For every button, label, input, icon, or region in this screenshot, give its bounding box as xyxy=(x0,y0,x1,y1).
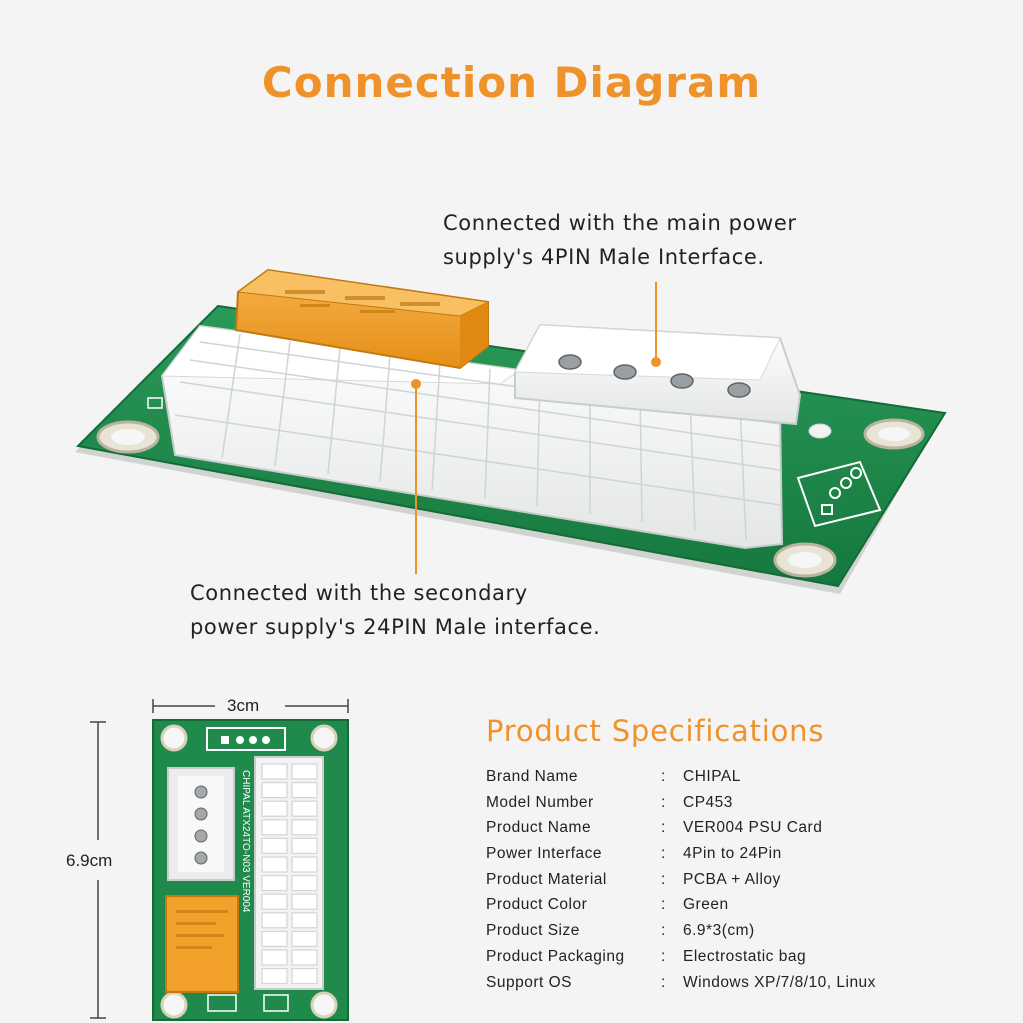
leader-line-secondary xyxy=(411,379,421,574)
connector-pin xyxy=(261,893,288,910)
connector-pin xyxy=(291,949,318,966)
connector-pin xyxy=(261,800,288,817)
spec-value: Green xyxy=(683,896,729,914)
spec-value: CHIPAL xyxy=(683,768,741,785)
connector-pin-grid xyxy=(174,333,781,541)
spec-value: 4Pin to 24Pin xyxy=(683,845,782,863)
leader-line-main xyxy=(651,282,661,367)
page-title: Connection Diagram xyxy=(261,58,762,107)
mounting-hole xyxy=(863,418,925,450)
height-dimension xyxy=(90,721,106,1019)
callout-line: Connected with the secondary xyxy=(190,581,528,605)
connector-pin xyxy=(261,949,288,966)
spec-label: Brand Name xyxy=(486,768,579,785)
front-4pin-pins xyxy=(194,785,208,865)
mounting-hole xyxy=(96,420,160,454)
mounting-hole xyxy=(310,724,338,752)
connector-pin xyxy=(261,837,288,855)
mounting-hole xyxy=(310,991,338,1019)
spec-label: Support OS xyxy=(486,973,572,991)
width-dimension xyxy=(152,699,349,713)
spec-label: Product Size xyxy=(486,922,580,940)
connector-pin xyxy=(261,912,288,929)
mounting-hole xyxy=(160,991,188,1019)
callout-line: supply's 4PIN Male Interface. xyxy=(443,245,765,269)
spec-label: Power Interface xyxy=(486,845,603,863)
connector-pin xyxy=(291,856,318,873)
spec-value: 6.9*3(cm) xyxy=(683,922,755,940)
spec-colon: : xyxy=(661,793,666,811)
mounting-hole xyxy=(160,724,188,752)
spec-colon: : xyxy=(661,870,666,888)
connector-pin xyxy=(291,819,318,836)
connector-pins xyxy=(558,354,751,398)
spec-colon: : xyxy=(661,768,666,785)
spec-label: Product Name xyxy=(486,819,592,837)
width-label: 3cm xyxy=(227,696,260,715)
spec-value: PCBA + Alloy xyxy=(683,870,781,888)
spec-colon: : xyxy=(661,896,666,914)
spec-value: CP453 xyxy=(683,793,733,811)
spec-label: Model Number xyxy=(486,793,594,811)
height-label: 6.9cm xyxy=(66,851,113,870)
connector-pin xyxy=(291,967,318,985)
spec-colon: : xyxy=(661,973,666,991)
spec-colon: : xyxy=(661,845,666,863)
front-24pin-connector xyxy=(254,756,324,990)
spec-colon: : xyxy=(661,947,666,965)
header-footprint xyxy=(796,460,882,528)
callout-line: power supply's 24PIN Male interface. xyxy=(190,615,601,639)
connector-pin xyxy=(291,837,318,855)
connector-pin xyxy=(261,856,288,873)
spec-value: Electrostatic bag xyxy=(683,947,807,965)
pcb-board-front-view: CHIPAL ATX24TO-N03 VER004 xyxy=(152,719,349,1021)
connector-pin xyxy=(261,930,288,948)
spec-label: Product Packaging xyxy=(486,947,625,965)
4pin-connector xyxy=(514,323,802,426)
spec-title: Product Specifications xyxy=(486,714,825,748)
connector-pin xyxy=(291,781,318,799)
connector-pin xyxy=(261,967,288,985)
board-silkscreen: CHIPAL ATX24TO-N03 VER004 xyxy=(240,770,251,913)
callout-line: Connected with the main power xyxy=(443,211,797,235)
callout-main-power: Connected with the main power supply's 4… xyxy=(443,206,797,274)
connector-pin xyxy=(261,874,288,892)
relay-component xyxy=(234,268,490,370)
connector-pin xyxy=(291,763,318,780)
connector-pin xyxy=(291,800,318,817)
spec-colon: : xyxy=(661,819,666,837)
spec-label: Product Color xyxy=(486,896,588,914)
connector-pin xyxy=(291,912,318,929)
spec-label: Product Material xyxy=(486,870,607,888)
spec-colon: : xyxy=(661,922,666,940)
connector-pin xyxy=(261,781,288,799)
connector-pin xyxy=(261,763,288,780)
mounting-hole xyxy=(773,542,837,578)
24pin-connector xyxy=(160,324,784,550)
connector-pin xyxy=(261,819,288,836)
connector-pin xyxy=(291,893,318,910)
connector-pin xyxy=(291,874,318,892)
callout-secondary-power: Connected with the secondary power suppl… xyxy=(190,576,600,644)
spec-value: Windows XP/7/8/10, Linux xyxy=(683,973,876,991)
connector-pin xyxy=(291,930,318,948)
spec-value: VER004 PSU Card xyxy=(683,819,823,837)
